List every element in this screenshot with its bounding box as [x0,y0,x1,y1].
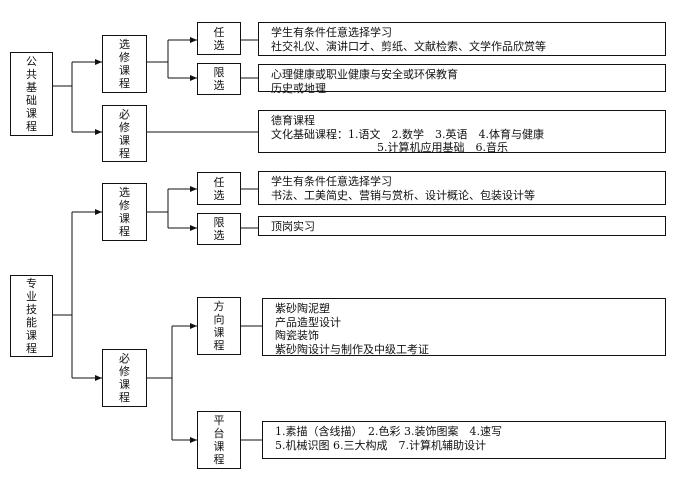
pro-free-elective-details: 学生有条件任意选择学习书法、工美简史、营销与赏析、设计概论、包装设计等 [258,171,666,205]
pro-limited-elective-details: 顶岗实习 [258,216,666,236]
pro-platform-courses-node: 平台课程 [197,411,241,469]
public-free-elective-node: 任选 [197,22,241,55]
node-label: 选修课程 [119,186,130,238]
node-label: 必修课程 [119,352,130,404]
public-required-node: 必修课程 [102,105,147,162]
detail-line: 历史或地理 [271,81,326,95]
detail-line: 紫砂陶设计与制作及中级工考证 [275,342,429,356]
public-elective-node: 选修课程 [102,35,147,93]
public-foundation-courses-node: 公共基础课程 [10,52,53,136]
pro-direction-details: 紫砂陶泥塑产品造型设计陶瓷装饰紫砂陶设计与制作及中级工考证 [262,298,666,356]
node-label: 公共基础课程 [26,55,37,133]
detail-line: 文化基础课程：1.语文 2.数学 3.英语 4.体育与健康 [271,127,544,141]
public-limited-elective-node: 限选 [197,63,241,95]
detail-line: 1.素描（含线描） 2.色彩 3.装饰图案 4.速写 [275,425,502,438]
node-label: 任选 [213,175,225,202]
detail-line: 5.机械识图 6.三大构成 7.计算机辅助设计 [275,438,486,452]
detail-line: 学生有条件任意选择学习 [271,26,392,39]
detail-line: 书法、工美简史、营销与赏析、设计概论、包装设计等 [271,188,535,202]
detail-line: 紫砂陶泥塑 [275,302,330,315]
pro-limited-elective-node: 限选 [197,213,241,245]
detail-line: 5.计算机应用基础 6.音乐 [377,141,508,154]
node-label: 平台课程 [213,414,225,466]
detail-line: 德育课程 [271,114,315,127]
detail-line: 心理健康或职业健康与安全或环保教育 [271,68,458,81]
public-free-elective-details: 学生有条件任意选择学习社交礼仪、演讲口才、剪纸、文献检索、文学作品欣赏等 [258,22,666,56]
node-label: 必修课程 [119,107,130,160]
public-limited-elective-details: 心理健康或职业健康与安全或环保教育历史或地理 [258,64,666,95]
pro-free-elective-node: 任选 [197,172,241,205]
detail-line: 陶瓷装饰 [275,329,319,342]
node-label: 方向课程 [213,300,225,352]
node-label: 选修课程 [119,38,130,90]
node-label: 专业技能课程 [26,277,37,355]
detail-line: 产品造型设计 [275,315,341,329]
detail-line: 社交礼仪、演讲口才、剪纸、文献检索、文学作品欣赏等 [271,39,546,53]
detail-line: 顶岗实习 [271,220,315,233]
pro-elective-node: 选修课程 [102,183,147,241]
node-label: 任选 [213,25,225,52]
professional-skill-courses-node: 专业技能课程 [10,275,53,357]
node-label: 限选 [213,66,225,92]
pro-direction-courses-node: 方向课程 [197,297,241,355]
pro-required-node: 必修课程 [102,349,147,407]
detail-line: 学生有条件任意选择学习 [271,175,392,188]
node-label: 限选 [213,216,225,242]
